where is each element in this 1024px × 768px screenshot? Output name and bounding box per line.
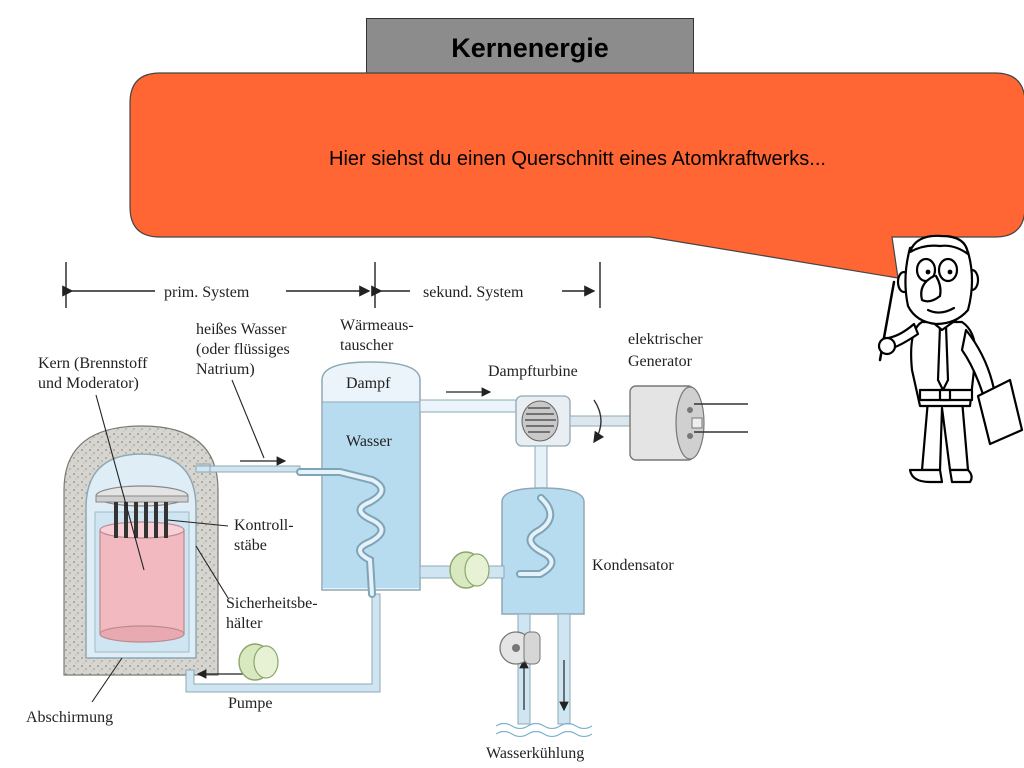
speech-bubble xyxy=(129,72,1024,279)
condenser xyxy=(501,487,585,615)
feedwater-pump xyxy=(449,551,490,589)
label-heat-exchanger-2: tauscher xyxy=(340,337,394,354)
label-primary-system: prim. System xyxy=(164,284,250,301)
title-box: Kernenergie xyxy=(366,18,694,80)
label-containment-1: Sicherheitsbe- xyxy=(226,595,318,612)
label-hot-water-2: (oder flüssiges xyxy=(196,341,290,358)
label-condenser: Kondensator xyxy=(592,557,674,574)
control-rods xyxy=(114,502,168,538)
label-secondary-system: sekund. System xyxy=(423,284,524,301)
label-containment-2: hälter xyxy=(226,615,263,632)
teacher-cartoon xyxy=(877,234,1024,484)
label-core-2: und Moderator) xyxy=(38,375,139,392)
cooling-pump xyxy=(499,631,541,665)
label-control-rods-2: stäbe xyxy=(234,537,267,554)
label-generator-1: elektrischer xyxy=(628,331,703,348)
power-plant-diagram: prim. System sekund. System xyxy=(26,262,748,762)
label-turbine: Dampfturbine xyxy=(488,363,578,380)
label-hot-water-3: Natrium) xyxy=(196,361,255,378)
label-hot-water-1: heißes Wasser xyxy=(196,321,287,338)
reactor-core xyxy=(99,529,185,635)
label-pump: Pumpe xyxy=(228,695,272,712)
label-generator-2: Generator xyxy=(628,353,693,370)
slide-title: Kernenergie xyxy=(451,33,609,63)
speech-text: Hier siehst du einen Querschnitt eines A… xyxy=(329,148,826,170)
label-heat-exchanger-1: Wärmeaus- xyxy=(340,317,414,334)
heat-exchanger xyxy=(296,361,421,598)
label-cooling: Wasserkühlung xyxy=(486,745,584,762)
label-core-1: Kern (Brennstoff xyxy=(38,355,148,372)
steam-turbine xyxy=(515,395,633,447)
primary-pump xyxy=(238,643,279,681)
label-steam: Dampf xyxy=(346,375,391,392)
electric-generator xyxy=(629,385,748,461)
label-shielding: Abschirmung xyxy=(26,709,113,726)
label-control-rods-1: Kontroll- xyxy=(234,517,294,534)
label-water: Wasser xyxy=(346,433,392,450)
